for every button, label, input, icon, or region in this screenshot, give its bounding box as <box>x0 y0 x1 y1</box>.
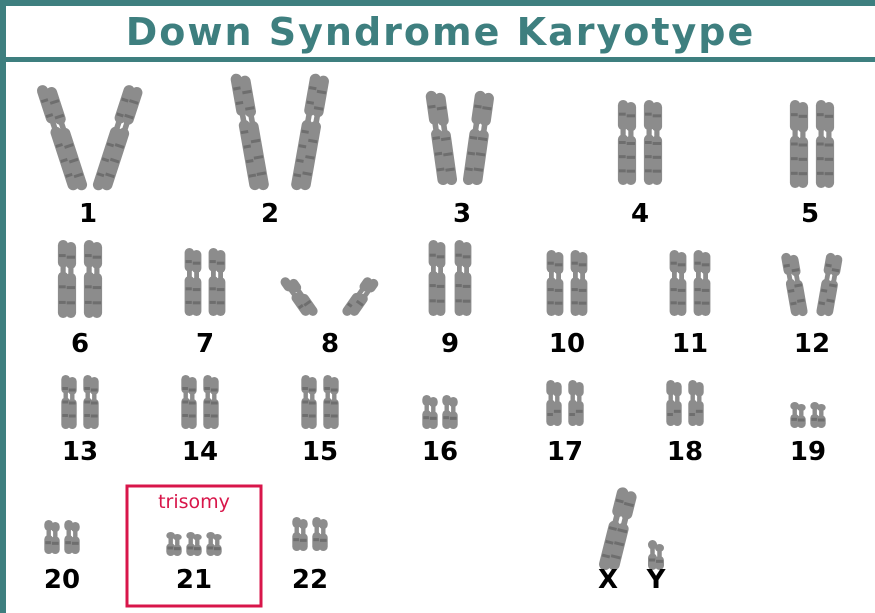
chromosome-10-label: 10 <box>549 329 585 359</box>
chromosome-20: 20 <box>44 520 80 595</box>
chromosome-21: 21 <box>166 532 221 595</box>
chromosome-4-label: 4 <box>631 199 649 229</box>
chromosome-13-label: 13 <box>62 437 98 467</box>
chromosome-y-label: Y <box>646 565 667 595</box>
chromosome-10: 10 <box>547 250 588 359</box>
chromosome-7-label: 7 <box>196 329 214 359</box>
chromosome-8-label: 8 <box>321 329 339 359</box>
chromosome-3-label: 3 <box>453 199 471 229</box>
chromosome-6-1b-chromatid <box>66 242 76 318</box>
chromosome-3: 3 <box>425 90 495 229</box>
chromosome-9: 9 <box>429 240 472 359</box>
chromosome-5-1b-chromatid <box>798 102 808 188</box>
chromosome-13: 13 <box>61 375 98 467</box>
chromosome-14-2b-chromatid <box>210 377 219 429</box>
chromosome-1: 1 <box>35 84 143 229</box>
chromosome-4-1b-chromatid <box>626 102 636 185</box>
chromosome-4-2b-chromatid <box>652 102 662 185</box>
chromosome-8: 8 <box>279 275 381 359</box>
chromosome-11: 11 <box>670 250 711 359</box>
chromosome-7-2b-chromatid <box>216 250 226 316</box>
chromosome-6-label: 6 <box>71 329 89 359</box>
chromosome-15-label: 15 <box>302 437 338 467</box>
chromosome-14: 14 <box>181 375 218 467</box>
chromosome-14-label: 14 <box>182 437 218 467</box>
chromosome-y: Y <box>646 540 667 595</box>
chromosome-17: 17 <box>546 380 583 467</box>
chromosome-17-label: 17 <box>547 437 583 467</box>
chromosome-20-2b-chromatid <box>71 522 80 554</box>
chromosome-9-2b-chromatid <box>462 242 472 316</box>
chromosome-9-1b-chromatid <box>436 242 446 316</box>
chromosome-22-label: 22 <box>292 565 328 595</box>
chromosome-5-2b-chromatid <box>824 102 834 188</box>
chromosome-15: 15 <box>301 375 338 467</box>
chromosome-11-1b-chromatid <box>677 252 687 316</box>
chromosome-1-label: 1 <box>79 199 97 229</box>
chromosome-15-1b-chromatid <box>308 377 317 429</box>
chromosome-2: 2 <box>230 73 330 229</box>
chromosome-16-2b-chromatid <box>449 397 458 429</box>
chromosome-21-label: 21 <box>176 565 212 595</box>
chromosome-5: 5 <box>790 100 834 229</box>
chromosome-16: 16 <box>422 395 458 467</box>
chromosome-6: 6 <box>58 240 102 359</box>
chromosome-18-2b-chromatid <box>695 382 704 426</box>
chromosome-20-label: 20 <box>44 565 80 595</box>
chromosome-10-1b-chromatid <box>554 252 564 316</box>
chromosome-12: 12 <box>781 252 844 359</box>
chromosome-2-label: 2 <box>261 199 279 229</box>
chromosome-18-label: 18 <box>667 437 703 467</box>
chromosome-11-2b-chromatid <box>701 252 711 316</box>
chromosome-4: 4 <box>618 100 662 229</box>
chromosome-20-1b-chromatid <box>51 522 60 554</box>
trisomy-label: trisomy <box>158 491 230 513</box>
chromosome-13-1b-chromatid <box>68 377 77 429</box>
chromosome-12-label: 12 <box>794 329 830 359</box>
chromosome-19-label: 19 <box>790 437 826 467</box>
chromosome-18-1b-chromatid <box>673 382 682 426</box>
chromosome-19: 19 <box>790 402 826 467</box>
chromosome-7-1b-chromatid <box>192 250 202 316</box>
chromosome-9-label: 9 <box>441 329 459 359</box>
chromosome-x-label: X <box>598 565 618 595</box>
chromosome-22: 22 <box>292 517 328 595</box>
chromosome-16-label: 16 <box>422 437 458 467</box>
chromosome-10-2b-chromatid <box>578 252 588 316</box>
chromosome-15-2b-chromatid <box>330 377 339 429</box>
chromosome-22-1b-chromatid <box>299 519 308 551</box>
chromosome-13-2b-chromatid <box>90 377 99 429</box>
chromosome-6-2b-chromatid <box>92 242 102 318</box>
chromosome-11-label: 11 <box>672 329 708 359</box>
chromosome-5-label: 5 <box>801 199 819 229</box>
chromosome-18: 18 <box>666 380 703 467</box>
chromosome-22-2b-chromatid <box>319 519 328 551</box>
chromosome-x: X <box>598 486 638 595</box>
chromosome-17-1b-chromatid <box>553 382 562 426</box>
chromosome-14-1b-chromatid <box>188 377 197 429</box>
chromosome-16-1b-chromatid <box>429 397 438 429</box>
chromosome-17-2b-chromatid <box>575 382 584 426</box>
chromosome-7: 7 <box>185 248 226 359</box>
